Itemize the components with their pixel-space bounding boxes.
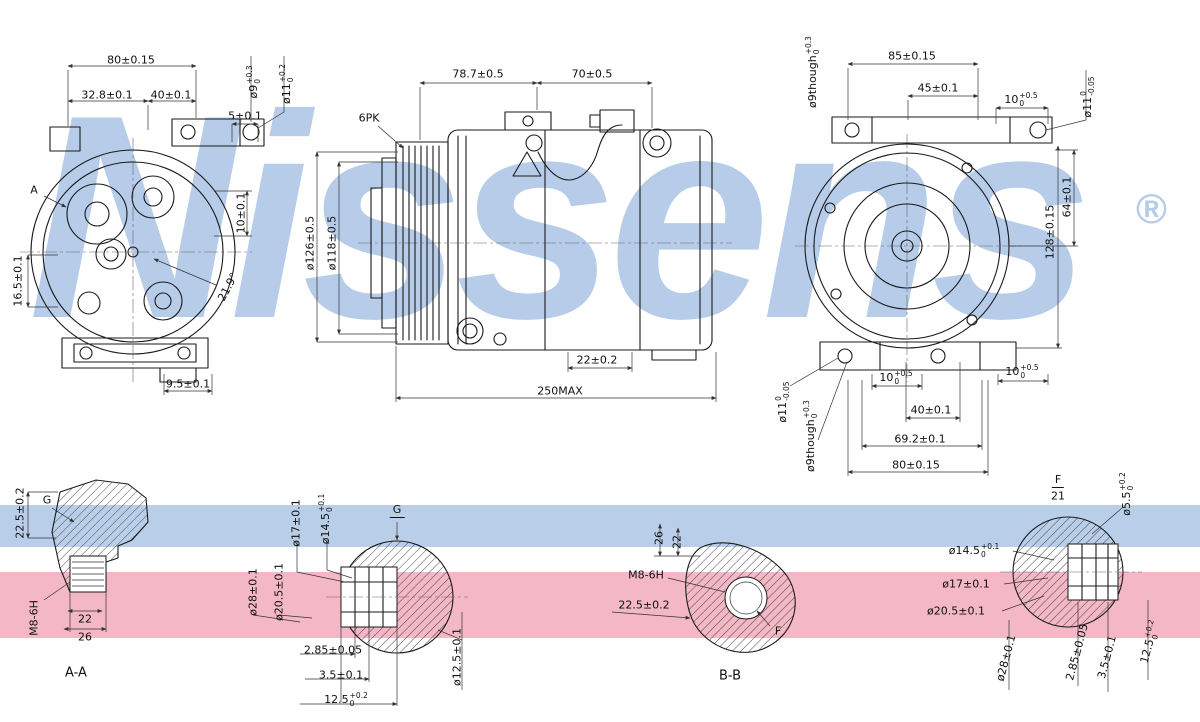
rear-view	[789, 62, 1087, 476]
section-bb	[611, 523, 796, 653]
front-view	[20, 56, 285, 395]
section-aa	[26, 479, 149, 632]
detail-f	[1000, 507, 1149, 692]
nissens-watermark: Nissens	[28, 55, 1092, 379]
brand-band-pink	[0, 572, 1200, 638]
registered-trademark-icon: ®	[1136, 185, 1167, 232]
brand-band-blue	[0, 505, 1200, 547]
detail-g	[252, 522, 468, 706]
side-view	[315, 81, 732, 402]
